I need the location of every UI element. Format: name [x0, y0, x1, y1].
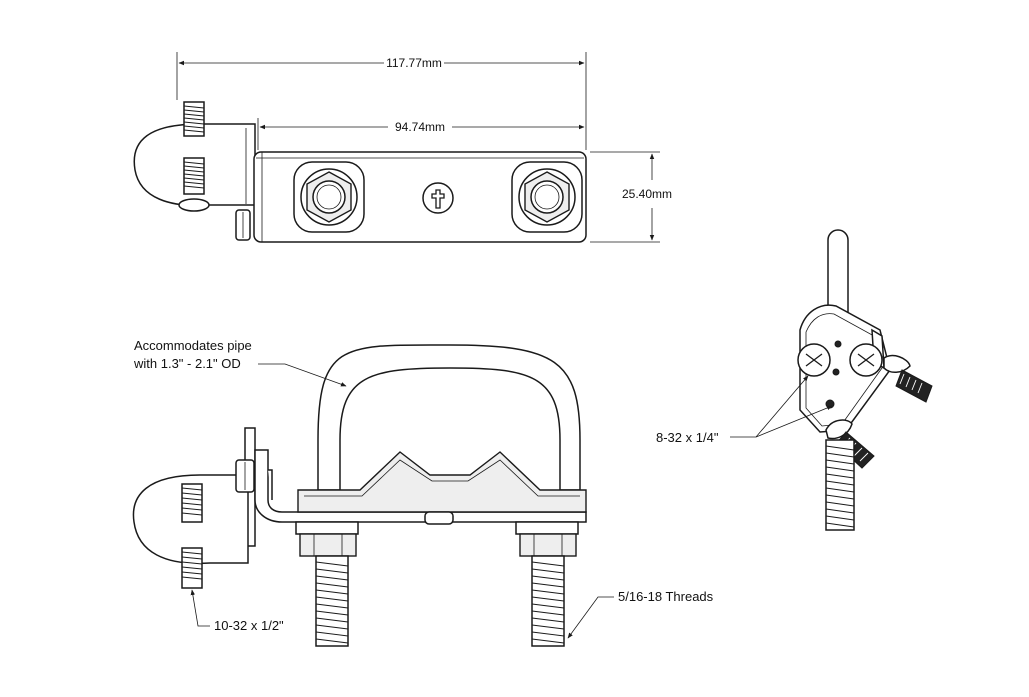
callout-pipe-range: Accommodates pipe with 1.3" - 2.1" OD [133, 338, 347, 387]
top-view-stud-upper [183, 101, 205, 137]
dimension-hole-spacing: 94.74mm [257, 118, 585, 150]
top-view-phillips-screw [422, 182, 454, 214]
callout-pipe-range-line2: with 1.3" - 2.1" OD [133, 356, 241, 371]
front-view-clamp [132, 427, 256, 589]
dimension-overall-length: 117.77mm [176, 52, 587, 150]
callout-screw-size-label: 8-32 x 1/4" [656, 430, 719, 445]
iso-screw-left [797, 343, 831, 377]
top-view-nut-right [511, 161, 583, 233]
top-view-stud-lower [178, 157, 210, 212]
front-view-stud-lower [181, 547, 203, 589]
top-view-nut-left [293, 161, 365, 233]
top-view-clamp [133, 101, 256, 241]
iso-view: 8-32 x 1/4" [656, 229, 933, 531]
dimension-overall-length-label: 117.77mm [386, 56, 442, 70]
front-view-bolt-right [515, 521, 579, 647]
front-view-stud-upper [181, 483, 203, 523]
front-view-bolt-left [295, 521, 359, 647]
top-view-plate [253, 151, 587, 243]
front-view-u-bolt [297, 344, 587, 525]
iso-bolt-right [883, 354, 933, 403]
top-view: 117.77mm 94.74mm 25.40mm [133, 52, 672, 243]
iso-lower-stud [825, 439, 855, 531]
dimension-height-label: 25.40mm [622, 187, 672, 201]
dimension-height: 25.40mm [590, 151, 672, 243]
callout-screw-size: 8-32 x 1/4" [656, 375, 833, 445]
callout-bolt-threads: 5/16-18 Threads [567, 589, 714, 639]
callout-bolt-threads-label: 5/16-18 Threads [618, 589, 714, 604]
callout-stud-size-label: 10-32 x 1/2" [214, 618, 284, 633]
callout-pipe-range-line1: Accommodates pipe [134, 338, 252, 353]
callout-stud-size: 10-32 x 1/2" [190, 589, 284, 633]
dimension-hole-spacing-label: 94.74mm [395, 120, 445, 134]
front-view: Accommodates pipe with 1.3" - 2.1" OD 10… [132, 338, 714, 647]
iso-screw-right [849, 343, 883, 377]
